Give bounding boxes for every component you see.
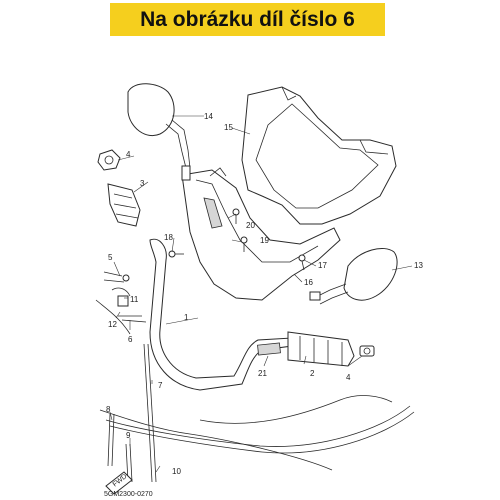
- banner-text: Na obrázku díl číslo 6: [140, 7, 355, 31]
- label-7: 7: [158, 381, 163, 390]
- label-5: 5: [108, 253, 113, 262]
- handle-grip-part: [287, 331, 355, 367]
- label-20: 20: [246, 221, 255, 230]
- label-16: 16: [304, 278, 313, 287]
- label-18: 18: [164, 233, 173, 242]
- label-11: 11: [130, 295, 139, 304]
- label-21: 21: [258, 369, 267, 378]
- label-8: 8: [106, 405, 111, 414]
- drawing-code: 5GM2300-0270: [104, 491, 153, 498]
- label-13: 13: [414, 261, 423, 270]
- label-6: 6: [128, 335, 133, 344]
- inner-cover-part: [181, 167, 341, 301]
- label-2: 2: [310, 369, 315, 378]
- bar-end-part: [97, 149, 121, 171]
- handlebar-cover-part: [241, 86, 397, 225]
- screw-parts: [168, 208, 306, 271]
- right-mirror-part: [309, 248, 398, 305]
- part-number-labels: 1 2 3 4 4 5 6 7 8 9 10 11 12 13 14 15 16…: [106, 112, 423, 476]
- label-17: 17: [318, 261, 327, 270]
- small-hardware-parts: [95, 271, 147, 335]
- label-1: 1: [184, 313, 189, 322]
- right-bar-end-part: [359, 345, 375, 357]
- label-4-top: 4: [126, 150, 131, 159]
- throttle-cable-part: [99, 395, 415, 471]
- label-19: 19: [260, 236, 269, 245]
- leader-lines: [109, 115, 413, 473]
- label-15: 15: [224, 123, 233, 132]
- label-4-bottom: 4: [346, 373, 351, 382]
- label-9: 9: [126, 431, 131, 440]
- label-12: 12: [108, 320, 117, 329]
- label-14: 14: [204, 112, 213, 121]
- title-banner: Na obrázku díl číslo 6: [110, 3, 385, 36]
- label-plate-part: [257, 342, 281, 356]
- left-mirror-part: [127, 83, 191, 181]
- label-10: 10: [172, 467, 181, 476]
- throttle-grip-part: [107, 183, 141, 227]
- cable-ties-parts: [107, 413, 157, 483]
- cable-tie-part: [143, 343, 155, 445]
- label-3: 3: [140, 179, 145, 188]
